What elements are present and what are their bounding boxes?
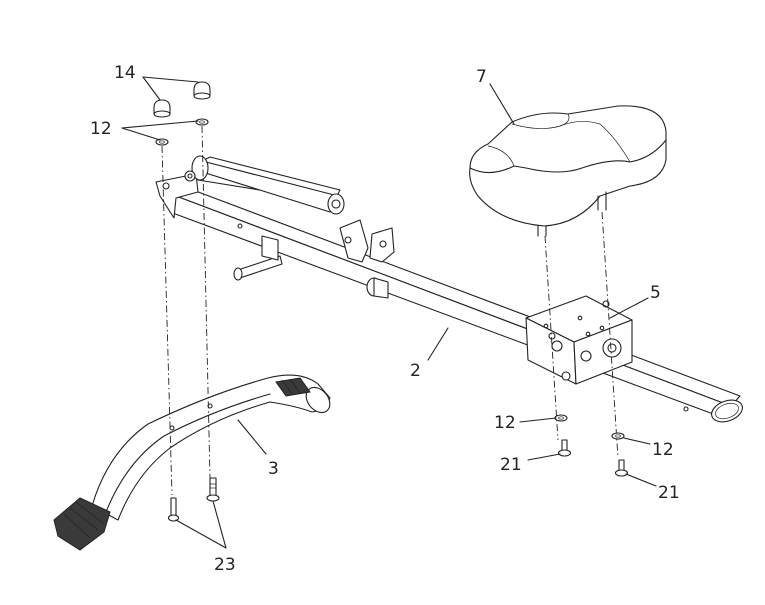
bolt-21-right [614,459,629,477]
cap-nut-left [153,99,171,118]
part-14-cap-nuts [153,81,211,118]
gas-cylinder [184,155,345,215]
stabilizer-end-cap [53,497,111,551]
part-23-bolts [167,477,220,522]
rail-mid-bracket [339,219,395,263]
washer-carriage-right [611,432,625,440]
callout-labels: 14 12 7 5 2 3 12 12 21 21 23 [90,63,680,575]
callout-5: 5 [650,283,661,303]
cap-nut-right [193,81,211,100]
callout-7: 7 [476,67,487,87]
part-21-bolts [557,439,629,477]
leader-lines [121,76,657,549]
bolt-23-left [167,497,180,522]
washer-top-left [155,138,169,146]
callout-3: 3 [268,459,279,479]
bolt-23-right [206,477,220,502]
part-3-front-stabilizer [53,374,331,551]
bolt-21-left [557,439,572,457]
callout-12-top: 12 [90,119,112,139]
part-5-seat-carriage [525,295,633,385]
callout-2: 2 [410,361,421,381]
part-7-seat [469,105,667,237]
callout-12-carriage-right: 12 [652,440,674,460]
part-12-washers [155,118,625,440]
washer-carriage-left [554,414,568,422]
callout-12-carriage-left: 12 [494,413,516,433]
callout-21-right: 21 [658,483,680,503]
washer-top-right [195,118,209,126]
callout-14: 14 [114,63,136,83]
callout-21-left: 21 [500,455,522,475]
callout-23: 23 [214,555,236,575]
assembly-axis-lines [161,125,619,496]
